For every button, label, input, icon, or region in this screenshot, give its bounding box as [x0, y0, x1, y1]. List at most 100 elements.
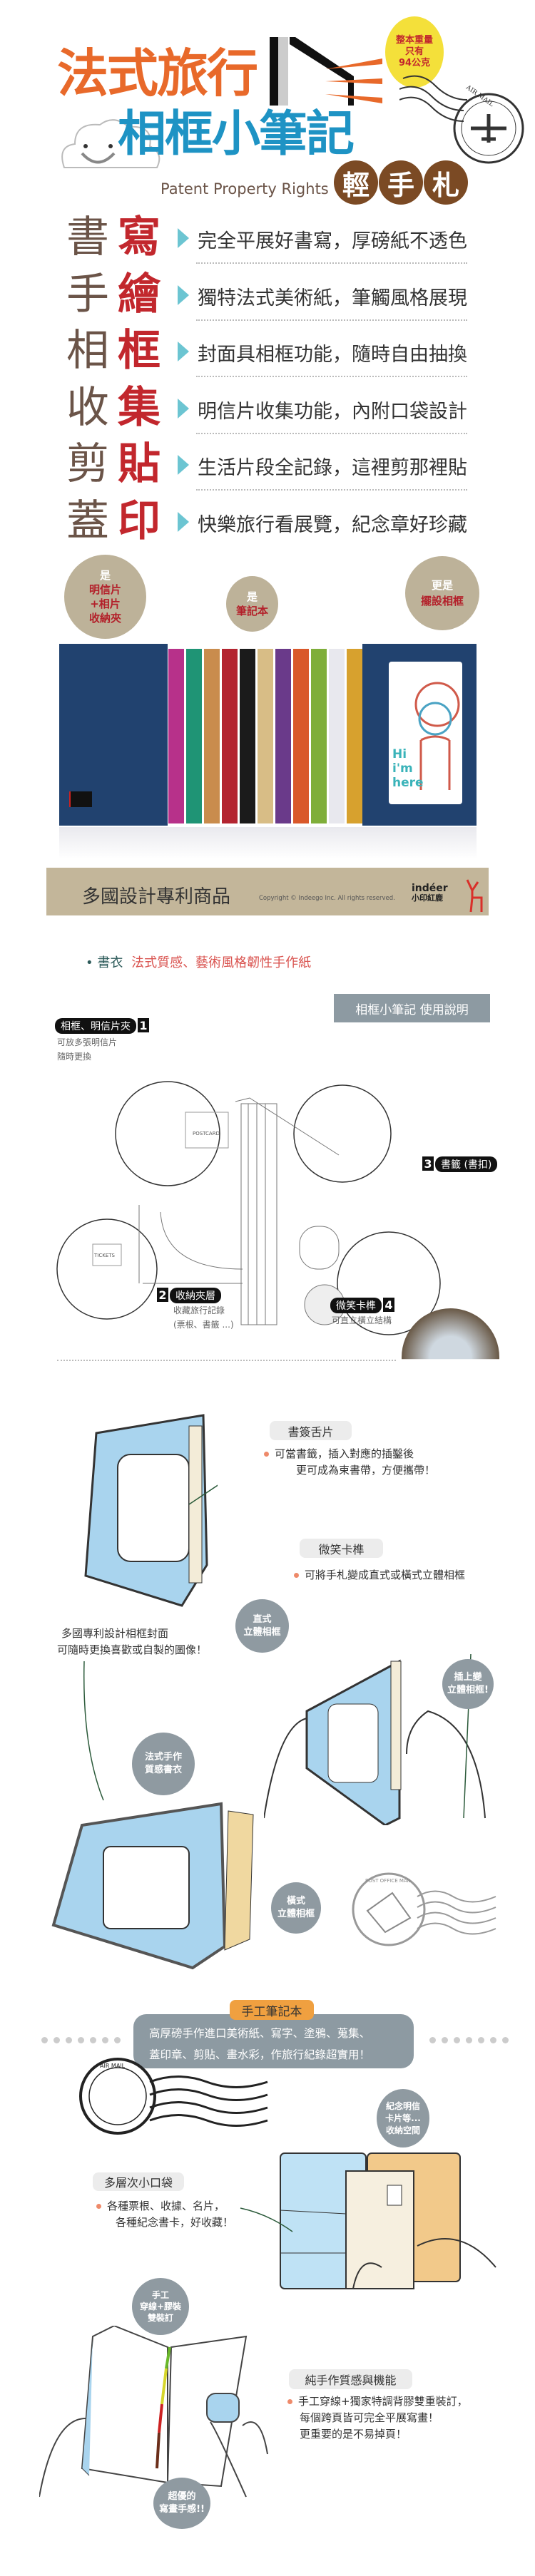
divider: [196, 489, 467, 491]
bubble-cover-material: 法式手作 質感書衣: [132, 1733, 195, 1795]
desc-line: 可放多張明信片: [57, 1037, 118, 1047]
decor-dot: [454, 2037, 460, 2043]
product-type-char: 手: [379, 160, 423, 205]
logo-bottom: 小印紅鹿: [412, 893, 443, 903]
notebook-tab: 手工筆記本: [230, 2000, 314, 2020]
divider: [196, 432, 467, 434]
feature-row: 書 寫 完全平展好書寫，厚磅紙不透色: [0, 212, 535, 270]
item-number: 1: [138, 1018, 149, 1032]
decor-dot: [66, 2037, 72, 2043]
product-type-circles: 輕 手 札: [334, 160, 468, 205]
notebook-spine: [329, 649, 345, 823]
craft-text: 手工穿線+獨家特調背膠雙重裝訂， 每個跨頁皆可完全平展寫畫！ 更重要的是不易掉頁…: [287, 2393, 468, 2443]
decor-dot: [54, 2037, 60, 2043]
bullet: •: [86, 955, 98, 970]
feature-char-accent: 框: [118, 326, 160, 376]
bubble-line: 手工: [151, 2290, 169, 2300]
feature-row: 手 繪 獨特法式美術紙，筆觸風格展現: [0, 270, 535, 327]
notebook-spine: [293, 649, 309, 823]
feature-text: 明信片收集功能，內附口袋設計: [198, 400, 467, 423]
cover-text: 多國專利設計相框封面 可隨時更換喜歡或自製的圖像！: [57, 1626, 207, 1658]
airmail-stamp-icon: [399, 75, 524, 164]
spines: [168, 649, 365, 823]
manual-diagram: POSTCARD TICKETS: [56, 1081, 441, 1335]
text-line: 每個跨頁皆可完全平展寫畫！: [300, 2411, 439, 2424]
bubble-pre: 是: [246, 590, 258, 603]
product-type-char: 札: [424, 160, 468, 205]
stamp-text: POST OFFICE MAIL: [365, 1878, 412, 1884]
arrow-icon: [178, 398, 189, 419]
bubble-vertical-frame: 直式 立體相框: [235, 1599, 289, 1653]
text-line: 各種紀念書卡，好收藏！: [116, 2216, 234, 2229]
book-illustration-horizontal: [51, 1802, 254, 1970]
desc-line: 蓋印章、剪貼、畫水彩，作旅行紀錄超實用！: [149, 2048, 371, 2061]
tab1-text: 可當書籤，插入對應的插鑿後 更可成為束書帶，方便攜帶！: [264, 1446, 435, 1479]
smile-photo: [402, 1308, 499, 1360]
bubble-line: 卡片等...: [385, 2113, 421, 2123]
smile-tab-tag: 微笑卡榫: [300, 1539, 383, 1558]
manual-item3: 3 書籤 (書扣): [422, 1156, 498, 1172]
line: 手工穿線+獨家特調背膠雙重裝訂，: [298, 2395, 468, 2408]
bubble-pre: 更是: [431, 579, 453, 592]
item-number: 4: [383, 1298, 394, 1312]
item-label: 收納夾層: [170, 1288, 221, 1303]
manual-item2: 2 收納夾層: [157, 1288, 221, 1303]
item-number: 3: [422, 1156, 434, 1171]
line: 可將手札變成直式或橫式立體相框: [305, 1569, 466, 1581]
bubble-line: 法式手作: [144, 1752, 182, 1762]
desc-line: 收藏旅行記錄: [173, 1305, 225, 1315]
patent-banner: 多國設計專利商品 Copyright © Indeego Inc. All ri…: [46, 868, 489, 915]
leader-line: [240, 2207, 293, 2232]
arrow-icon: [178, 511, 189, 532]
feature-char-accent: 集: [118, 382, 160, 433]
line: 可當書籤，插入對應的插鑿後: [275, 1447, 414, 1460]
weight-badge-line: 只有: [404, 46, 424, 57]
desc-line: 隨時更換: [57, 1052, 92, 1062]
logo-top: indéer: [412, 883, 448, 894]
tab2-text: 可將手札變成直式或橫式立體相框: [294, 1567, 465, 1584]
bubble-line: 插上變: [454, 1672, 482, 1683]
notebook-spine: [311, 649, 327, 823]
feature-text: 完全平展好書寫，厚磅紙不透色: [198, 230, 467, 252]
title-line2: 相框小筆記: [118, 106, 355, 163]
divider: [196, 262, 467, 264]
decor-dot: [114, 2037, 121, 2043]
product-photo: 是 明信片 +相片 收納夾 是 筆記本 更是 擺設相框 Hi i'm here: [0, 549, 535, 863]
decor-dot: [78, 2037, 84, 2043]
item2-desc: 收藏旅行記錄 (票根、書籤 ...): [173, 1303, 234, 1332]
stamp-text: AIR MAIL: [100, 2063, 126, 2069]
feature-text: 封面具相框功能，隨時自由抽換: [198, 344, 467, 366]
post-office-stamp-icon: POST OFFICE MAIL: [352, 1872, 496, 1946]
feature-row: 相 框 封面具相框功能，隨時自由抽換: [0, 326, 535, 383]
text-line: 各種票根、收據、名片，: [96, 2198, 233, 2215]
feature-text: 獨特法式美術紙，筆觸風格展現: [198, 287, 467, 309]
feature-text: 快樂旅行看展覽，紀念章好珍藏: [198, 513, 467, 536]
bubble-line: +相片: [90, 597, 121, 610]
bubble-line: 寫畫手感!!: [159, 2504, 205, 2515]
weight-badge-line: 整本重量: [395, 35, 433, 46]
desc-line: 高厚磅手作進口美術紙、寫字、塗鴉、蒐集、: [149, 2027, 371, 2040]
decor-dot: [102, 2037, 108, 2043]
cloud-mascot-icon: [61, 119, 160, 168]
brand-logo: indéer 小印紅鹿: [412, 883, 448, 903]
dots-left: [41, 2037, 121, 2043]
line: 各種票根、收據、名片，: [107, 2200, 225, 2212]
bubble-line: 紀念明信: [385, 2100, 420, 2111]
cover-label: 書衣: [97, 955, 123, 970]
cover-right-frame: Hi i'm here: [362, 644, 477, 826]
lion-illustration: [414, 682, 460, 790]
feature-row: 剪 貼 生活片段全記錄，這裡剪那裡貼: [0, 439, 535, 496]
open-book-icon: [270, 37, 382, 106]
feature-char: 剪: [66, 439, 109, 489]
text-line: 可當書籤，插入對應的插鑿後: [264, 1446, 435, 1462]
feature-char: 收: [66, 382, 109, 433]
feature-char-accent: 寫: [118, 212, 160, 262]
bubble-line: 穿線+膠裝: [139, 2302, 182, 2311]
tickets-label: TICKETS: [93, 1253, 116, 1258]
bubble-line: 收納夾: [88, 612, 121, 625]
feature-char-accent: 繪: [118, 269, 160, 319]
reflection: [59, 827, 477, 859]
bubble-storage-space: 紀念明信 卡片等... 收納空間: [377, 2089, 429, 2147]
bubble-insert-frame: 插上變 立體相框!: [442, 1659, 494, 1709]
bubble-notebook: 是 筆記本: [226, 576, 278, 632]
